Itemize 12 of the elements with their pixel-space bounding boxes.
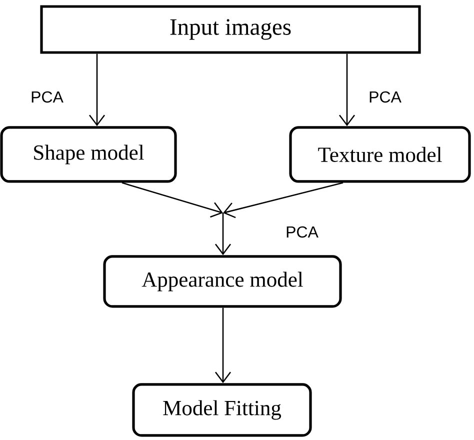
edge-label: PCA [30,90,64,104]
process-box: Input images [40,5,421,54]
edge-label: PCA [368,90,402,104]
process-box: Appearance model [103,255,342,308]
arrow [214,308,232,384]
arrow [88,54,106,126]
arrow [338,54,356,126]
process-box: Shape model [0,126,177,183]
edge-label: PCA [284,225,320,239]
arrow [223,182,344,218]
process-box: Texture model [289,126,471,183]
process-box: Model Fitting [132,383,312,437]
